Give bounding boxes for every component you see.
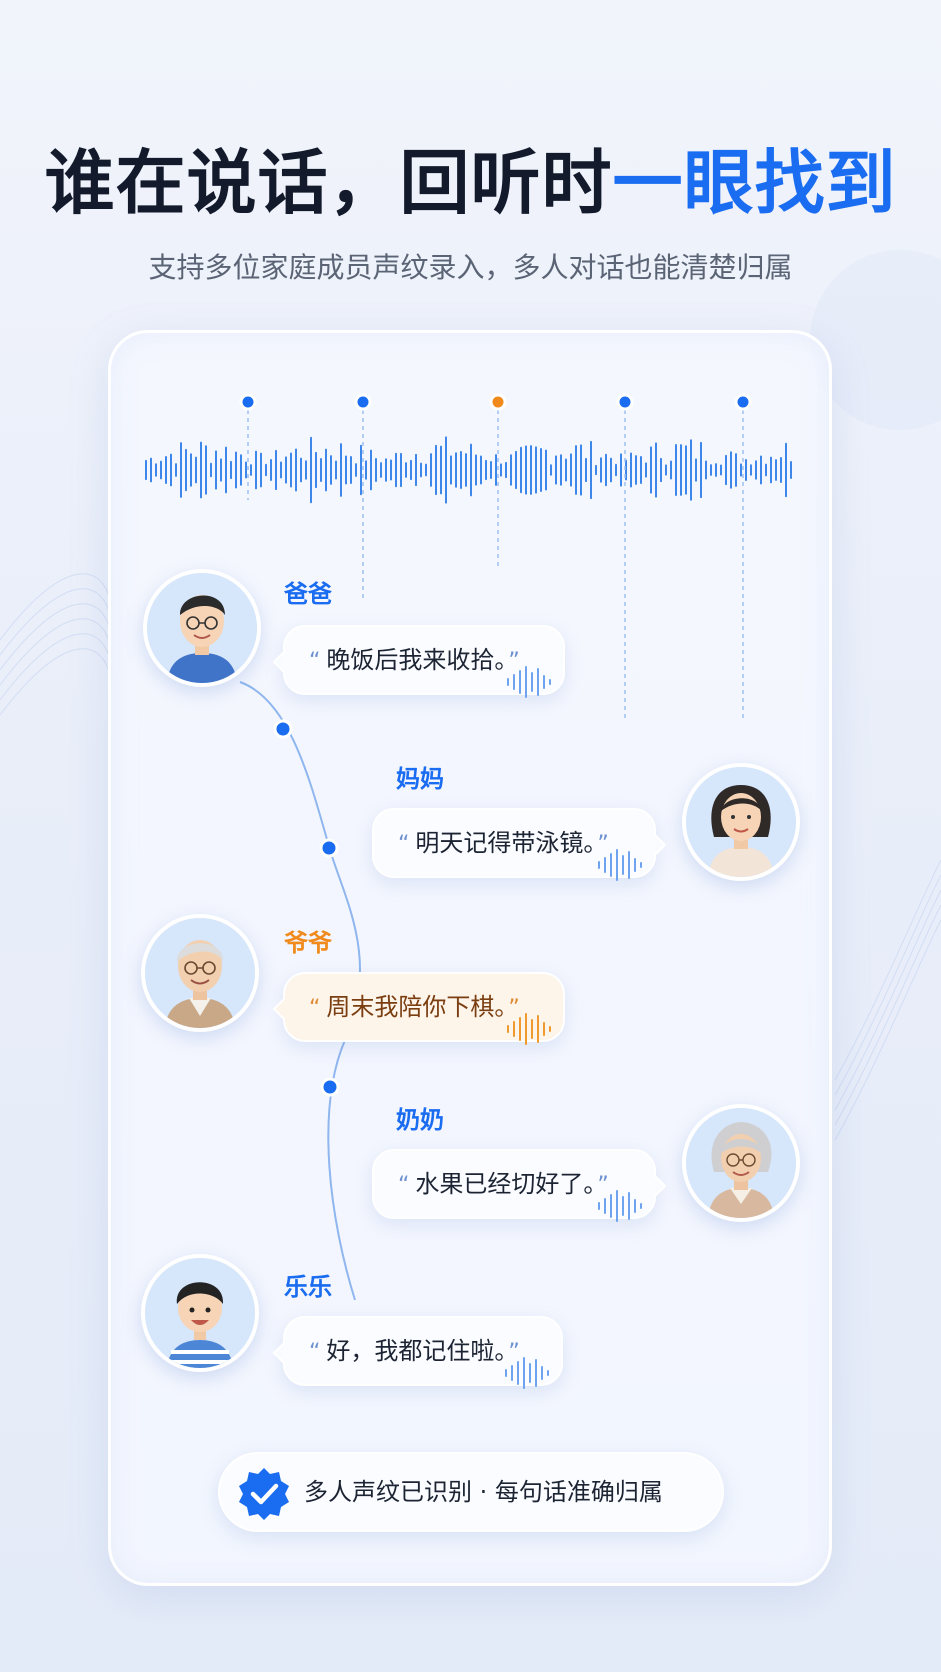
open-quote: “	[309, 649, 321, 674]
speaker-name-mom: 妈妈	[396, 765, 444, 793]
speaker-name-dad: 爸爸	[284, 580, 332, 608]
close-quote: ”	[508, 996, 520, 1021]
person-dad-icon	[147, 573, 257, 683]
person-child-icon	[145, 1258, 255, 1368]
recognition-status-pill: 多人声纹已识别 · 每句话准确归属	[218, 1452, 724, 1532]
open-quote: “	[309, 1340, 321, 1365]
page-subheadline: 支持多位家庭成员声纹录入，多人对话也能清楚归属	[148, 251, 793, 284]
voice-wave-icon	[507, 1013, 551, 1045]
open-quote: “	[309, 996, 321, 1021]
avatar-child[interactable]	[141, 1254, 259, 1372]
voice-wave-icon	[507, 666, 551, 698]
avatar-dad[interactable]	[143, 569, 261, 687]
message-text-grandma: 水果已经切好了。	[415, 1170, 596, 1198]
message-bubble-grandma[interactable]: “水果已经切好了。”	[372, 1149, 667, 1222]
open-quote: “	[398, 832, 410, 857]
message-text-mom: 明天记得带泳镜。	[415, 829, 596, 857]
message-bubble-child[interactable]: “好，我都记住啦。”	[272, 1316, 563, 1389]
headline-main: 谁在说话，回听时	[44, 142, 613, 224]
voice-wave-icon	[598, 1190, 642, 1222]
check-badge-icon	[239, 1468, 289, 1520]
message-bubble-grandpa[interactable]: “周末我陪你下棋。”	[272, 972, 565, 1045]
speaker-name-grandpa: 爷爷	[284, 929, 332, 957]
speaker-name-grandma: 奶奶	[396, 1106, 444, 1134]
message-bubble-dad[interactable]: “晚饭后我来收拾。”	[272, 625, 565, 698]
avatar-grandpa[interactable]	[141, 914, 259, 1032]
message-text-dad: 晚饭后我来收拾。	[326, 646, 507, 674]
speaker-name-child: 乐乐	[284, 1273, 332, 1301]
avatar-grandma[interactable]	[682, 1104, 800, 1222]
close-quote: ”	[508, 649, 520, 674]
message-text-grandpa: 周末我陪你下棋。	[326, 993, 507, 1021]
close-quote: ”	[508, 1340, 520, 1365]
person-grandma-icon	[686, 1108, 796, 1218]
page-headline: 谁在说话，回听时一眼找到	[0, 138, 941, 228]
message-text-child: 好，我都记住啦。	[326, 1337, 507, 1365]
close-quote: ”	[597, 1173, 609, 1198]
close-quote: ”	[597, 832, 609, 857]
headline-accent: 一眼找到	[612, 142, 897, 224]
message-bubble-mom[interactable]: “明天记得带泳镜。”	[372, 808, 667, 881]
voice-wave-icon	[505, 1357, 549, 1389]
person-grandpa-icon	[145, 918, 255, 1028]
person-mom-icon	[686, 767, 796, 877]
voice-wave-icon	[598, 849, 642, 881]
avatar-mom[interactable]	[682, 763, 800, 881]
open-quote: “	[398, 1173, 410, 1198]
status-text: 多人声纹已识别 · 每句话准确归属	[304, 1478, 663, 1506]
